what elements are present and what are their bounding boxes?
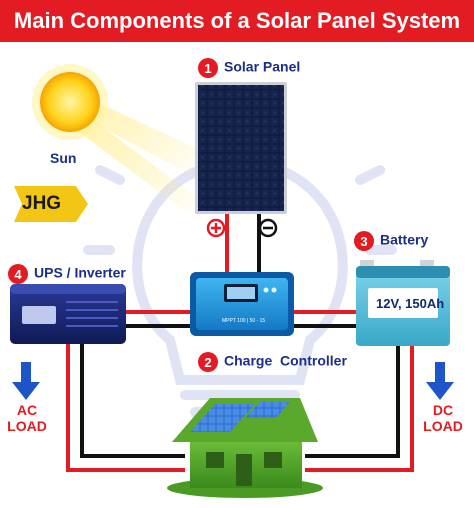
controller-model-text: MPPT 100 | 50 - 15 (222, 318, 266, 324)
house (167, 398, 323, 498)
battery-number-badge: 3 (354, 231, 374, 251)
ups-inverter (10, 284, 126, 344)
dc-load-arrow-icon (426, 362, 454, 400)
inverter-number-badge: 4 (8, 264, 28, 284)
sun-icon (32, 64, 200, 215)
ac-load-label: AC LOAD (7, 402, 47, 434)
battery-rating: 12V, 150Ah (376, 296, 445, 311)
diagram-canvas (10, 64, 454, 498)
negative-terminal-icon (258, 218, 278, 238)
positive-terminal-icon (206, 218, 226, 238)
charge-controller (190, 272, 294, 336)
wiring (66, 214, 414, 472)
dc-load-label: DC LOAD (423, 402, 463, 434)
solar-panel (195, 82, 287, 214)
diagram-title: Main Components of a Solar Panel System (0, 0, 474, 42)
charge-controller-number-badge: 2 (198, 352, 218, 372)
ac-load-arrow-icon (12, 362, 40, 400)
jhg-logo (14, 186, 88, 222)
solar-panel-number-badge: 1 (198, 58, 218, 78)
battery (356, 260, 450, 346)
sun-label: Sun (50, 150, 77, 166)
logo-text: JHG (22, 193, 62, 214)
